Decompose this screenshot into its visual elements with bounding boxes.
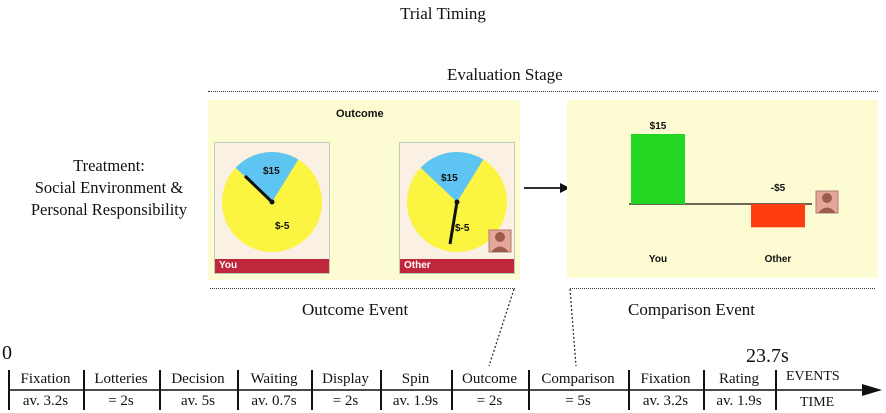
treatment-line-3: Personal Responsibility <box>30 200 188 219</box>
timeline-time-2: av. 5s <box>180 393 216 409</box>
wheel-other-lower: $-5 <box>455 223 470 234</box>
card-other-label: Other <box>400 259 514 273</box>
timeline-event-8: Fixation <box>640 371 691 387</box>
timeline-event-7: Comparison <box>541 371 615 387</box>
timeline-separator <box>83 370 85 410</box>
avatar-icon <box>488 229 512 253</box>
lottery-card-other: $15 $-5 Other <box>399 142 515 274</box>
comparison-panel: $15 -$5 You Other <box>567 100 878 278</box>
comparison-event-label: Comparison Event <box>628 300 756 319</box>
category-label-you: You <box>649 254 667 265</box>
data-label-other: -$5 <box>771 183 786 194</box>
timeline-time-5: av. 1.9s <box>392 393 439 409</box>
card-you-label: You <box>215 259 329 273</box>
timeline-end: 23.7s <box>746 345 789 367</box>
needle-icon <box>448 201 459 245</box>
timeline-time-7: = 5s <box>565 393 591 409</box>
timeline-start: 0 <box>2 342 12 364</box>
timeline-time-8: av. 3.2s <box>642 393 689 409</box>
wheel-other-upper: $15 <box>441 173 458 184</box>
evaluation-stage-divider <box>208 91 878 92</box>
data-label-you: $15 <box>650 121 667 132</box>
timeline-event-0: Fixation <box>20 371 71 387</box>
bar-other <box>751 204 805 228</box>
timeline-separator <box>775 370 777 410</box>
outcome-panel-title: Outcome <box>336 108 384 120</box>
timeline-separator <box>159 370 161 410</box>
timeline-time-0: av. 3.2s <box>22 393 69 409</box>
lottery-wheel-other: $15 $-5 <box>407 152 512 253</box>
outcome-event-label: Outcome Event <box>302 300 409 319</box>
events-axis-label: EVENTS <box>786 369 840 384</box>
timeline-event-3: Waiting <box>250 371 298 387</box>
lottery-card-you: $15 $-5 You <box>214 142 330 274</box>
category-label-other: Other <box>765 254 792 265</box>
timeline-time-3: av. 0.7s <box>251 393 297 409</box>
timeline-separator <box>380 370 382 410</box>
outcome-event-divider <box>210 288 515 289</box>
wheel-you-upper: $15 <box>263 166 280 177</box>
arrow-right-icon <box>524 183 570 193</box>
timeline-separator <box>528 370 530 410</box>
timeline-separator <box>703 370 705 410</box>
timeline-event-6: Outcome <box>462 371 517 387</box>
timeline-separator <box>628 370 630 410</box>
timeline-separator <box>311 370 313 410</box>
arrow-right-icon <box>862 384 882 396</box>
timeline-time-4: = 2s <box>332 393 359 409</box>
treatment-line-1: Treatment: <box>73 156 145 175</box>
bar-you <box>631 134 685 204</box>
timeline-event-9: Rating <box>719 371 759 387</box>
timeline-event-1: Lotteries <box>94 371 148 387</box>
timeline-separator <box>237 370 239 410</box>
treatment-line-2: Social Environment & <box>34 178 184 197</box>
avatar-icon <box>815 190 839 214</box>
treatment-label: Treatment: Social Environment & Personal… <box>14 155 204 221</box>
outcome-panel: Outcome $15 $-5 You $15 $-5 <box>208 100 520 280</box>
figure-title: Trial Timing <box>400 4 486 23</box>
timeline-time-9: av. 1.9s <box>716 393 762 409</box>
timeline-event-4: Display <box>322 371 369 387</box>
timeline-time-6: = 2s <box>476 393 503 409</box>
needle-icon <box>243 174 274 204</box>
timeline-event-2: Decision <box>171 371 225 387</box>
timeline-separator <box>451 370 453 410</box>
timeline-separator <box>8 370 10 410</box>
lottery-wheel-you: $15 $-5 <box>222 152 322 252</box>
timeline-time-1: = 2s <box>108 393 134 409</box>
time-axis-label: TIME <box>800 395 835 410</box>
timeline-event-5: Spin <box>401 371 430 387</box>
comparison-event-divider <box>570 288 875 289</box>
comparison-chart: $15 -$5 You Other <box>629 121 839 265</box>
wheel-you-lower: $-5 <box>275 221 290 232</box>
evaluation-stage-label: Evaluation Stage <box>447 65 563 84</box>
